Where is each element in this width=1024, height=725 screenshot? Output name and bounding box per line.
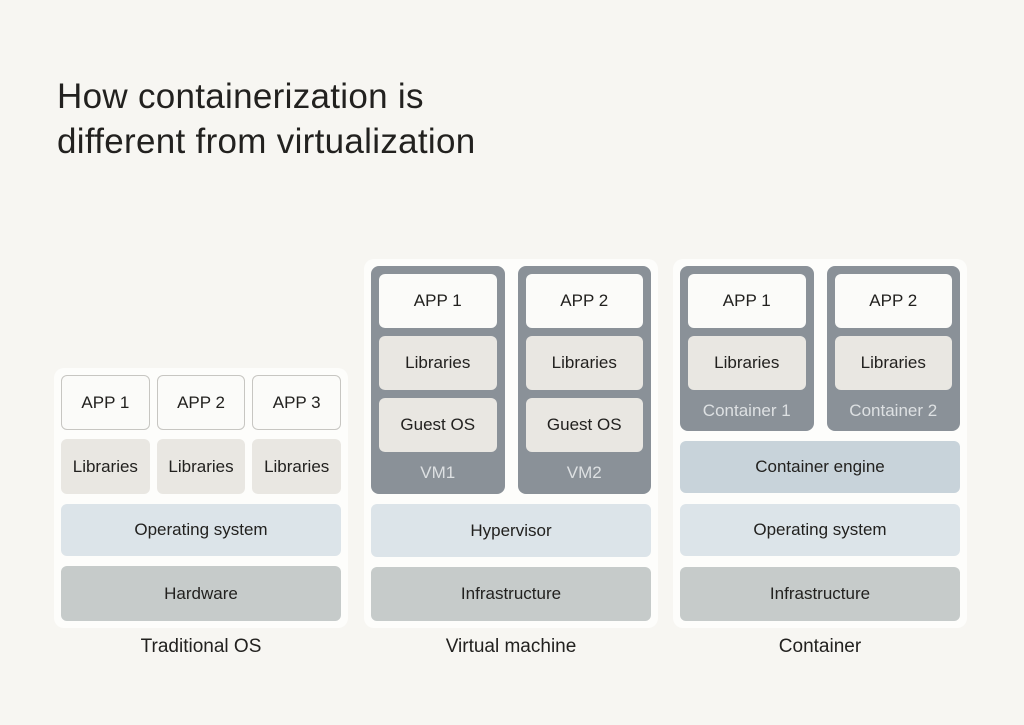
app1-box: APP 1: [61, 375, 150, 430]
container1-box: APP 1 Libraries Container 1: [680, 266, 814, 431]
operating-system-bar: Operating system: [61, 504, 341, 556]
page-title-line-1: How containerization is: [57, 77, 424, 116]
container-engine-bar: Container engine: [680, 441, 960, 493]
traditional-os-column: APP 1 APP 2 APP 3 Libraries Libraries Li…: [54, 368, 348, 628]
vm2-box: APP 2 Libraries Guest OS VM2: [517, 266, 651, 494]
infrastructure-bar: Infrastructure: [371, 567, 651, 621]
traditional-os-caption: Traditional OS: [140, 636, 262, 657]
virtual-machine-caption: Virtual machine: [445, 636, 577, 657]
vm2-libraries-box: Libraries: [525, 336, 643, 390]
app3-box: APP 3: [252, 375, 342, 430]
libraries-box: Libraries: [156, 439, 246, 494]
page-title-line-2: different from virtualization: [57, 122, 476, 161]
page-title: How containerization is different from v…: [57, 74, 476, 164]
container2-label: Container 2: [849, 400, 938, 420]
container-infrastructure-bar: Infrastructure: [680, 567, 960, 621]
container-caption: Container: [778, 636, 862, 657]
container-operating-system-bar: Operating system: [680, 504, 960, 556]
traditional-libraries-row: Libraries Libraries Libraries: [61, 439, 342, 494]
container1-libraries-box: Libraries: [688, 336, 806, 390]
vm1-libraries-box: Libraries: [379, 336, 497, 390]
vm2-app-box: APP 2: [525, 274, 643, 328]
container1-label: Container 1: [702, 400, 791, 420]
vm1-app-box: APP 1: [379, 274, 497, 328]
vm1-label: VM1: [420, 463, 456, 482]
vm-row: APP 1 Libraries Guest OS VM1 APP 2 Libra…: [371, 266, 651, 494]
vm1-box: APP 1 Libraries Guest OS VM1: [371, 266, 505, 494]
container2-libraries-box: Libraries: [834, 336, 952, 390]
container-column: APP 1 Libraries Container 1 APP 2 Librar…: [673, 259, 967, 628]
container1-app-box: APP 1: [688, 274, 806, 328]
hardware-bar: Hardware: [61, 566, 341, 621]
vm2-guest-os-box: Guest OS: [525, 398, 643, 452]
traditional-apps-row: APP 1 APP 2 APP 3: [61, 375, 342, 430]
libraries-box: Libraries: [61, 439, 150, 494]
hypervisor-bar: Hypervisor: [371, 504, 651, 557]
virtual-machine-column: APP 1 Libraries Guest OS VM1 APP 2 Libra…: [364, 259, 658, 628]
libraries-box: Libraries: [252, 439, 342, 494]
container2-box: APP 2 Libraries Container 2: [826, 266, 960, 431]
app2-box: APP 2: [156, 375, 246, 430]
container-row: APP 1 Libraries Container 1 APP 2 Librar…: [680, 266, 960, 431]
container2-app-box: APP 2: [834, 274, 952, 328]
vm1-guest-os-box: Guest OS: [379, 398, 497, 452]
vm2-label: VM2: [566, 463, 602, 482]
